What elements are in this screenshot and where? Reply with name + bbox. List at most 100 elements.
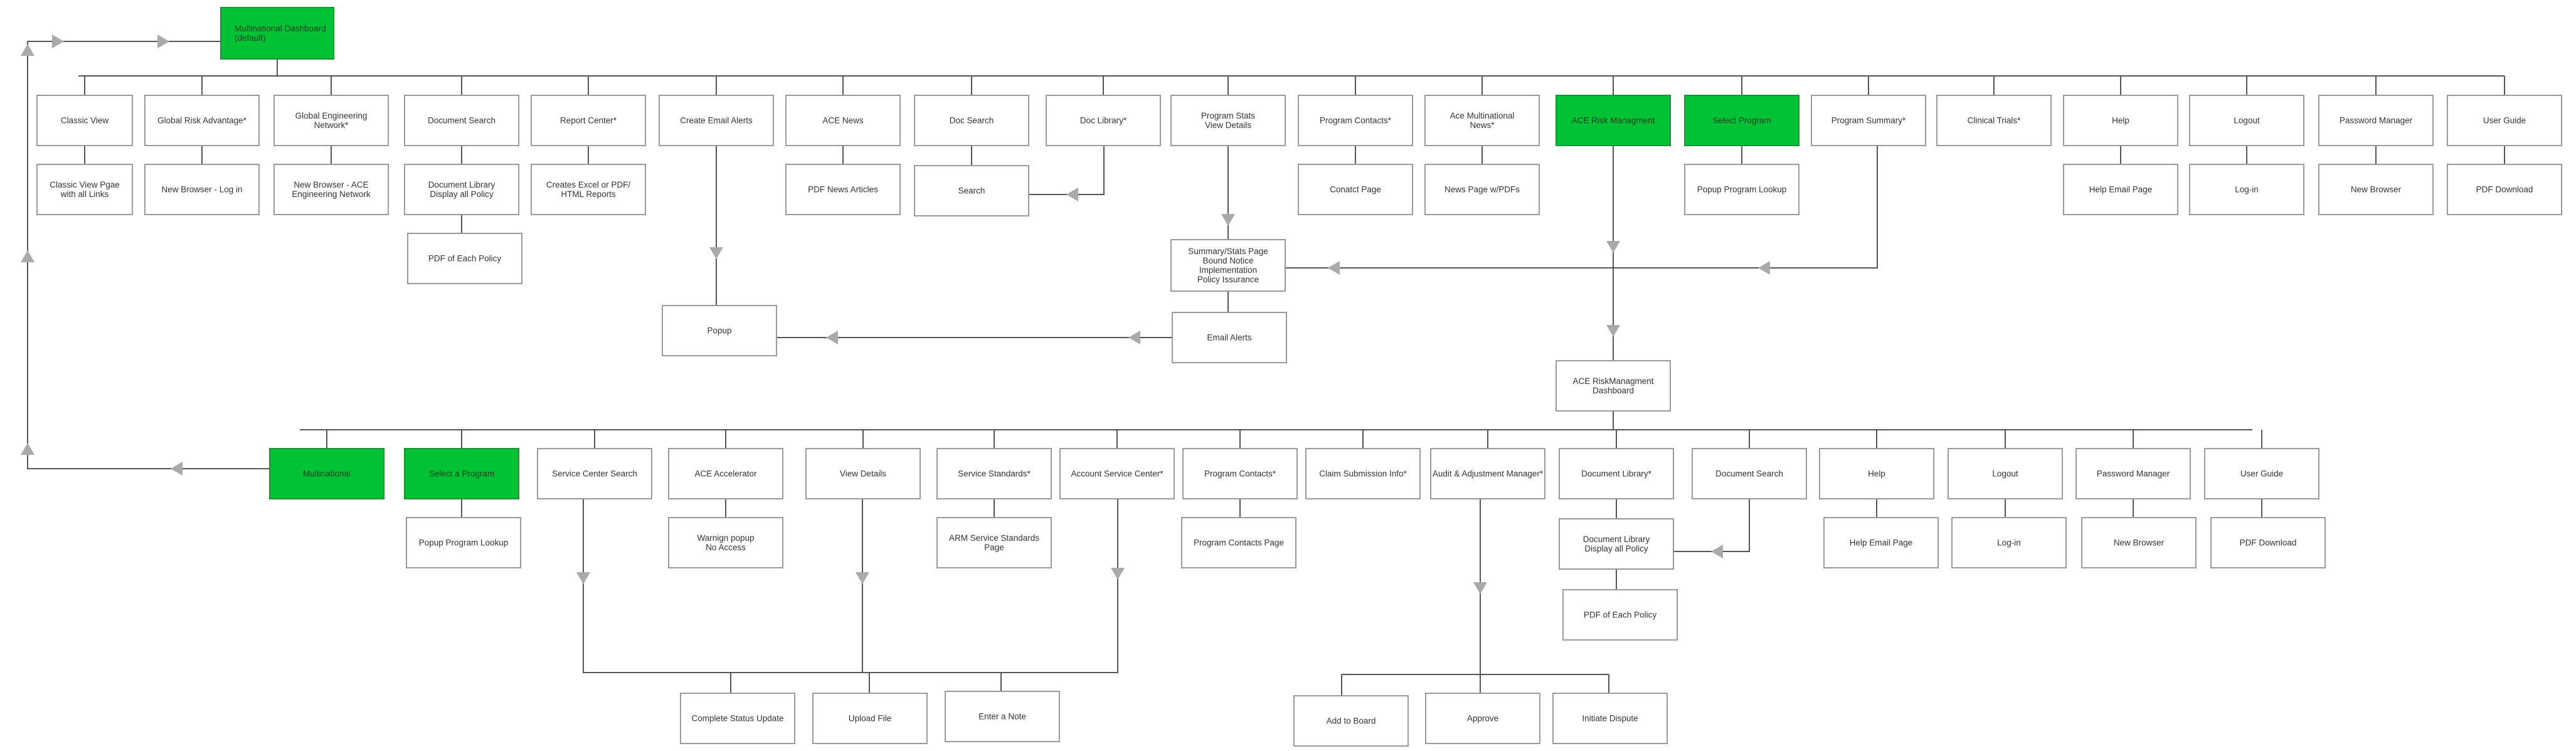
node-box <box>1182 448 1298 499</box>
arrow-head-down <box>1606 325 1620 337</box>
node-password-top: Password Manager <box>2318 95 2434 146</box>
node-label: Logout <box>2234 116 2260 125</box>
node-box <box>1424 164 1540 215</box>
node-box <box>2210 517 2326 568</box>
arrow-head-left <box>826 331 838 344</box>
node-box <box>1692 448 1807 499</box>
node-pdf-download-top: PDF Download <box>2447 164 2562 215</box>
node-new-browser-top: New Browser <box>2318 164 2434 215</box>
node-search: Search <box>914 165 1029 216</box>
node-user-guide-top: User Guide <box>2447 95 2562 146</box>
node-label: Enter a Note <box>978 712 1026 722</box>
node-label: Summary/Stats Page <box>1188 247 1268 256</box>
node-label: Document Library <box>428 180 496 189</box>
node-label: Document Library <box>1583 535 1650 544</box>
node-label: Account Service Center* <box>1071 469 1163 479</box>
node-label: View Details <box>1205 120 1251 130</box>
node-label: Popup <box>707 326 731 336</box>
node-box <box>531 95 646 146</box>
node-label: PDF of Each Policy <box>428 254 502 264</box>
node-box <box>1811 95 1926 146</box>
flow-arrow <box>21 250 34 262</box>
node-label: ACE Risk Managment <box>1572 116 1655 125</box>
node-upload-file: Upload File <box>812 693 928 744</box>
node-label: HTML Reports <box>561 189 616 199</box>
flow-arrow <box>21 44 34 56</box>
node-help-top: Help <box>2063 95 2178 146</box>
node-box <box>812 693 928 744</box>
node-label: News Page w/PDFs <box>1444 185 1520 194</box>
node-select-program-bottom: Select a Program <box>404 448 519 499</box>
node-box <box>2447 164 2562 215</box>
node-label: Audit & Adjustment Manager* <box>1433 469 1544 479</box>
node-label: Classic View <box>61 116 109 125</box>
node-box <box>1559 448 1674 499</box>
node-label: Upload File <box>849 714 891 723</box>
node-box <box>668 517 783 568</box>
node-box <box>680 693 795 744</box>
arrow-head-right <box>157 35 169 48</box>
node-report-center: Report Center* <box>531 95 646 146</box>
node-box <box>1293 695 1409 747</box>
node-box <box>1552 693 1668 744</box>
node-box <box>785 95 901 146</box>
node-pdf-download-bottom: PDF Download <box>2210 517 2326 568</box>
node-box <box>2318 164 2434 215</box>
node-multinational: Multinational <box>269 448 384 499</box>
node-program-summary: Program Summary* <box>1811 95 1926 146</box>
node-box <box>1298 164 1413 215</box>
node-label: No Access <box>706 543 746 552</box>
flow-arrow <box>157 35 169 48</box>
node-label: Ace Multinational <box>1450 111 1515 120</box>
arrow-head-right <box>52 35 64 48</box>
node-label: Multinational Dashboard <box>235 24 326 33</box>
node-doc-library-bottom: Document Library* <box>1559 448 1674 499</box>
connector-line <box>1285 146 1878 269</box>
node-doc-search-bottom: Document Search <box>1692 448 1807 499</box>
node-box <box>1059 448 1175 499</box>
arrow-head-left <box>1711 545 1723 558</box>
node-box <box>1556 95 1671 146</box>
node-label: Logout <box>1992 469 2018 479</box>
node-box <box>1556 360 1671 412</box>
node-box <box>2318 95 2434 146</box>
node-label: Popup Program Lookup <box>1697 185 1787 194</box>
flow-arrow <box>856 572 869 584</box>
node-box <box>1559 518 1674 570</box>
arrow-head-up <box>21 443 34 455</box>
node-label: Network* <box>314 120 349 130</box>
node-box <box>1298 95 1413 146</box>
node-creates-excel: Creates Excel or PDF/HTML Reports <box>531 164 646 215</box>
node-label: Program Contacts Page <box>1194 538 1284 548</box>
node-doc-search2: Doc Search <box>914 95 1029 146</box>
node-label: New Browser - ACE <box>294 180 368 189</box>
node-password-bottom: Password Manager <box>2075 448 2191 499</box>
node-label: Program Contacts* <box>1204 469 1276 479</box>
node-label: Document Library* <box>1581 469 1652 479</box>
node-global-risk: Global Risk Advantage* <box>144 95 260 146</box>
node-box <box>2063 164 2178 215</box>
flow-arrow <box>1328 261 1340 275</box>
connector-lines <box>27 41 2505 696</box>
node-label: Select a Program <box>429 469 494 479</box>
node-label: News* <box>1470 120 1495 130</box>
node-box <box>406 517 521 568</box>
node-box <box>1170 239 1286 292</box>
node-program-contacts-page: Program Contacts Page <box>1181 517 1296 568</box>
node-label: Document Search <box>428 116 496 125</box>
node-label: Initiate Dispute <box>1582 714 1638 723</box>
node-popup-lookup-bottom: Popup Program Lookup <box>406 517 521 568</box>
node-label: Conatct Page <box>1330 185 1381 194</box>
node-service-center-search: Service Center Search <box>537 448 652 499</box>
node-box <box>1046 95 1161 146</box>
node-program-contacts-bottom: Program Contacts* <box>1182 448 1298 499</box>
flow-arrow <box>52 35 64 48</box>
node-box <box>914 95 1029 146</box>
node-box <box>1951 517 2067 568</box>
connector-line <box>1673 499 1750 552</box>
node-box <box>936 517 1052 568</box>
arrow-head-left <box>1758 261 1770 275</box>
node-login-bottom: Log-in <box>1951 517 2067 568</box>
